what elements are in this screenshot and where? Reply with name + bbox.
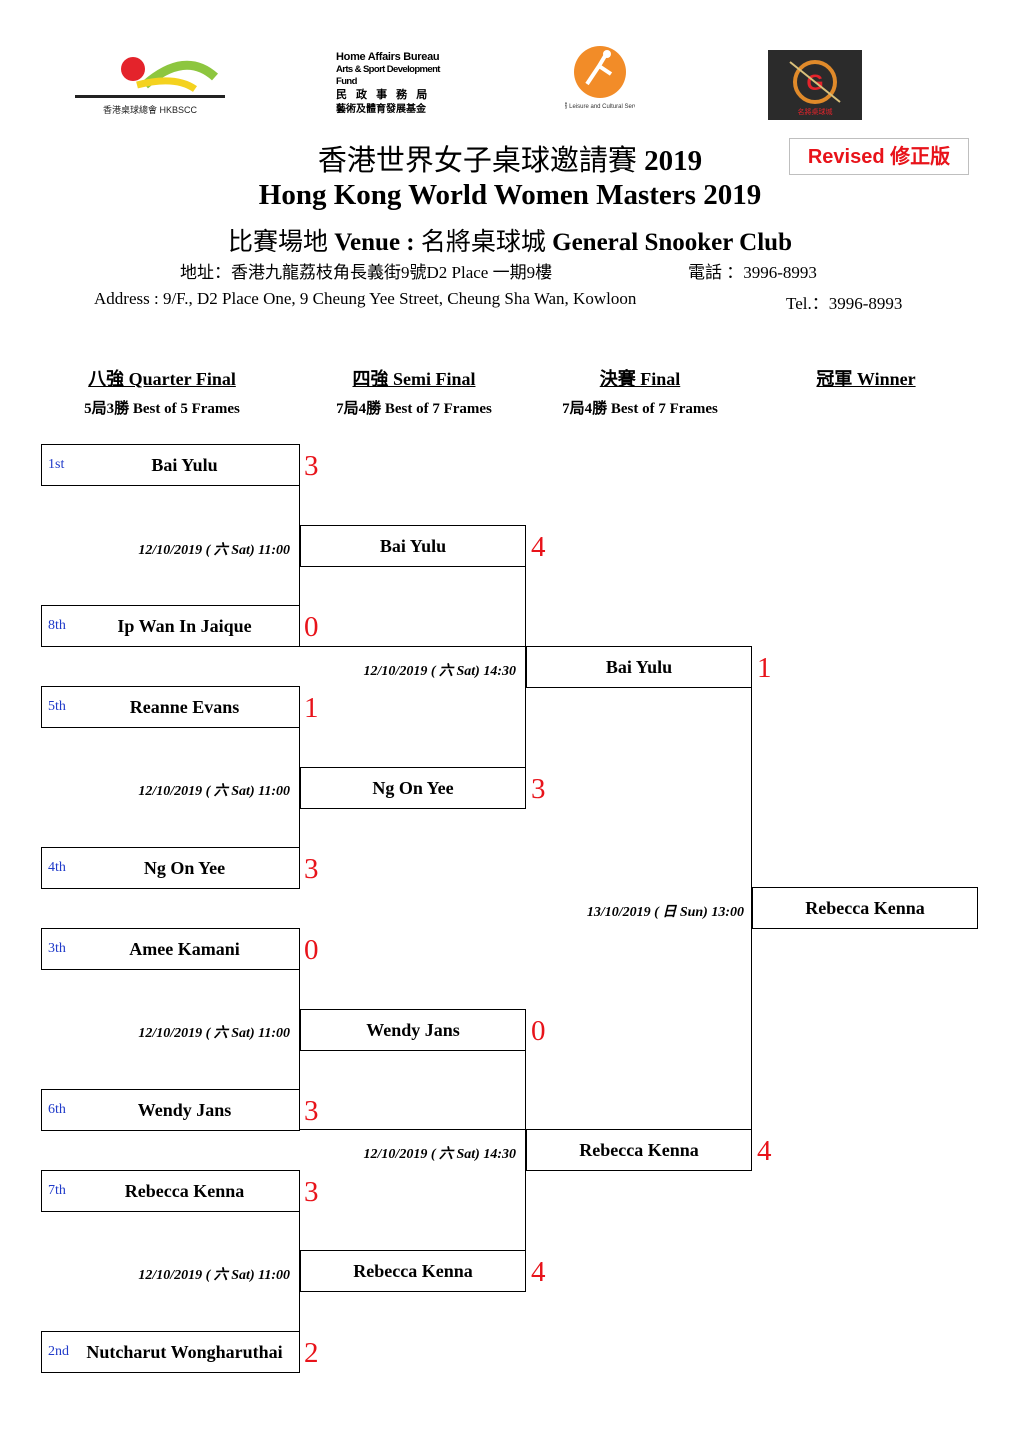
bracket-line bbox=[299, 968, 300, 1089]
revised-badge: Revised 修正版 bbox=[789, 138, 969, 175]
qf-score: 1 bbox=[304, 692, 319, 724]
qf-score: 3 bbox=[304, 450, 319, 482]
title-english: Hong Kong World Women Masters 2019 bbox=[258, 179, 762, 211]
seed-label: 1st bbox=[48, 457, 65, 472]
player-name: Wendy Jans bbox=[137, 1100, 232, 1120]
qf-player-box: 1st Bai Yulu bbox=[41, 444, 300, 486]
qf-player-box: 6th Wendy Jans bbox=[41, 1089, 300, 1131]
player-name: Rebecca Kenna bbox=[124, 1181, 245, 1201]
format-quarter-final: 5局3勝 Best of 5 Frames bbox=[84, 401, 240, 417]
hab-zh-line1: 民 政 事 務 局 bbox=[336, 89, 431, 101]
player-name: Rebecca Kenna bbox=[353, 1261, 473, 1281]
qf-player-box: 3th Amee Kamani bbox=[41, 928, 300, 970]
player-name: Bai Yulu bbox=[605, 657, 673, 677]
match-date: 12/10/2019 ( 六 Sat) 11:00 bbox=[138, 784, 290, 799]
telephone-english: Tel.：3996-8993 bbox=[786, 294, 903, 313]
seed-label: 8th bbox=[48, 618, 66, 633]
final-player-box: Rebecca Kenna bbox=[526, 1129, 752, 1171]
player-name: Ng On Yee bbox=[143, 858, 226, 878]
player-name: Bai Yulu bbox=[379, 536, 447, 556]
qf-score: 3 bbox=[304, 1095, 319, 1127]
heading-final: 決賽 Final bbox=[599, 369, 681, 389]
hkbscc-caption: 香港桌球總會 HKBSCC bbox=[103, 104, 198, 115]
match-date: 13/10/2019 ( 日 Sun) 13:00 bbox=[586, 905, 744, 920]
address-chinese: 地址：香港九龍荔枝角長義街9號D2 Place 一期9樓 bbox=[180, 263, 553, 282]
qf-player-box: 5th Reanne Evans bbox=[41, 686, 300, 728]
home-affairs-bureau-logo: Home Affairs Bureau Arts & Sport Develop… bbox=[336, 50, 456, 116]
heading-quarter-final: 八強 Quarter Final bbox=[88, 369, 236, 389]
qf-player-box: 7th Rebecca Kenna bbox=[41, 1170, 300, 1212]
qf-score: 2 bbox=[304, 1337, 319, 1369]
hkbscc-logo: 香港桌球總會 HKBSCC bbox=[75, 55, 225, 117]
player-name: Ng On Yee bbox=[372, 778, 454, 798]
hab-en-line2: Arts & Sport Development Fund bbox=[336, 64, 440, 87]
bracket-line bbox=[525, 566, 526, 768]
final-player-box: Bai Yulu bbox=[526, 646, 752, 688]
title-chinese: 香港世界女子桌球邀請賽 2019 bbox=[317, 145, 703, 177]
final-score: 4 bbox=[757, 1135, 772, 1167]
lcsd-logo: 康樂及文化事務署 Leisure and Cultural Services D… bbox=[519, 44, 681, 120]
sf-player-box: Rebecca Kenna bbox=[300, 1250, 526, 1292]
seed-label: 2nd bbox=[48, 1344, 69, 1359]
hab-zh-line2: 藝術及體育發展基金 bbox=[336, 104, 426, 115]
player-name: Ip Wan In Jaique bbox=[117, 616, 252, 636]
bracket-line bbox=[41, 646, 752, 647]
player-name: Rebecca Kenna bbox=[579, 1140, 699, 1160]
match-date: 12/10/2019 ( 六 Sat) 11:00 bbox=[138, 1268, 290, 1283]
format-semi-final: 7局4勝 Best of 7 Frames bbox=[336, 401, 492, 417]
seed-label: 6th bbox=[48, 1102, 66, 1117]
player-name: Bai Yulu bbox=[151, 455, 218, 475]
match-date: 12/10/2019 ( 六 Sat) 11:00 bbox=[138, 1026, 290, 1041]
lcsd-caption: 康樂及文化事務署 Leisure and Cultural Services D… bbox=[565, 102, 635, 110]
qf-player-box: 8th Ip Wan In Jaique bbox=[41, 605, 300, 647]
bracket-line bbox=[751, 646, 752, 1170]
hab-en-line1: Home Affairs Bureau bbox=[336, 51, 440, 63]
heading-semi-final: 四強 Semi Final bbox=[352, 369, 476, 389]
address-english: Address : 9/F., D2 Place One, 9 Cheung Y… bbox=[94, 289, 637, 308]
qf-player-box: 2nd Nutcharut Wongharuthai bbox=[41, 1331, 300, 1373]
qf-score: 3 bbox=[304, 853, 319, 885]
heading-winner: 冠軍 Winner bbox=[816, 369, 916, 389]
sf-score: 0 bbox=[531, 1015, 546, 1047]
seed-label: 3th bbox=[48, 941, 66, 956]
winner-name: Rebecca Kenna bbox=[805, 898, 925, 918]
bracket-line bbox=[299, 1210, 300, 1331]
sf-player-box: Bai Yulu bbox=[300, 525, 526, 567]
match-date: 12/10/2019 ( 六 Sat) 11:00 bbox=[138, 543, 290, 558]
bracket-line bbox=[525, 1049, 526, 1251]
player-name: Wendy Jans bbox=[366, 1020, 460, 1040]
general-snooker-club-logo: G 名將桌球城 bbox=[768, 50, 862, 120]
sf-player-box: Wendy Jans bbox=[300, 1009, 526, 1051]
qf-player-box: 4th Ng On Yee bbox=[41, 847, 300, 889]
telephone-chinese: 電話 ：3996-8993 bbox=[688, 263, 817, 282]
player-name: Amee Kamani bbox=[129, 939, 240, 959]
sf-score: 4 bbox=[531, 531, 546, 563]
match-date: 12/10/2019 ( 六 Sat) 14:30 bbox=[363, 664, 516, 679]
club-caption: 名將桌球城 bbox=[798, 107, 833, 116]
player-name: Reanne Evans bbox=[129, 697, 240, 717]
qf-score: 3 bbox=[304, 1176, 319, 1208]
sf-score: 3 bbox=[531, 773, 546, 805]
final-score: 1 bbox=[757, 652, 772, 684]
winner-box: Rebecca Kenna bbox=[752, 887, 978, 929]
player-name: Nutcharut Wongharuthai bbox=[86, 1342, 283, 1362]
format-final: 7局4勝 Best of 7 Frames bbox=[562, 401, 718, 417]
sf-score: 4 bbox=[531, 1256, 546, 1288]
bracket-line bbox=[299, 485, 300, 606]
sf-player-box: Ng On Yee bbox=[300, 767, 526, 809]
seed-label: 7th bbox=[48, 1183, 66, 1198]
venue-line: 比賽場地 Venue : 名將桌球城 General Snooker Club bbox=[228, 229, 792, 256]
qf-score: 0 bbox=[304, 611, 319, 643]
match-date: 12/10/2019 ( 六 Sat) 14:30 bbox=[363, 1147, 516, 1162]
qf-score: 0 bbox=[304, 934, 319, 966]
seed-label: 5th bbox=[48, 699, 66, 714]
bracket-line bbox=[299, 726, 300, 848]
seed-label: 4th bbox=[48, 860, 66, 875]
